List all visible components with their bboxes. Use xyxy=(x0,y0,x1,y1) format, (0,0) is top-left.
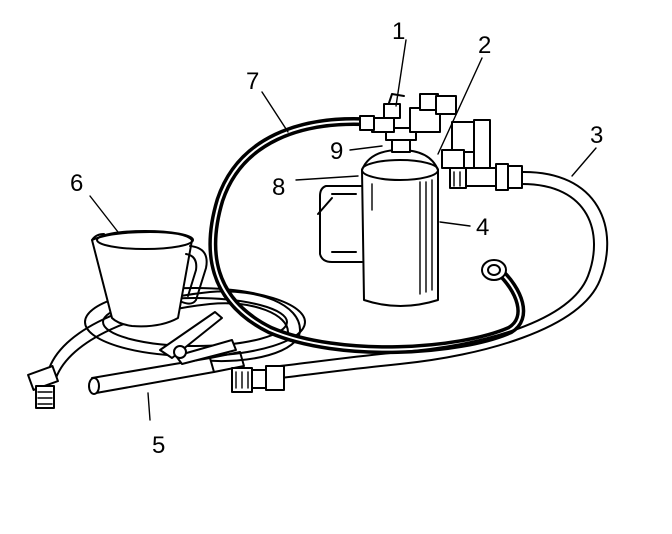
callout-5: 5 xyxy=(152,432,166,459)
callout-6: 6 xyxy=(70,170,84,197)
hose-7-black xyxy=(208,91,526,355)
regulator-assembly xyxy=(349,39,523,191)
callout-4: 4 xyxy=(476,214,490,241)
callout-3: 3 xyxy=(590,122,604,149)
callout-1: 1 xyxy=(392,18,406,45)
leader-4 xyxy=(439,221,471,227)
leader-8 xyxy=(295,175,359,181)
hose-5-loop xyxy=(27,290,301,409)
leader-6 xyxy=(89,195,119,233)
hose-3-clear xyxy=(231,147,609,393)
callout-2: 2 xyxy=(478,32,492,59)
callout-9: 9 xyxy=(330,138,344,165)
callout-7: 7 xyxy=(246,68,260,95)
leader-9 xyxy=(349,145,383,151)
leader-5 xyxy=(147,392,151,421)
leader-1 xyxy=(395,39,407,107)
pressure-tank xyxy=(295,149,471,307)
probe-tube-5 xyxy=(88,311,245,421)
measuring-pitcher xyxy=(89,195,208,328)
leader-3 xyxy=(571,147,597,177)
leader-2 xyxy=(437,57,483,155)
leader-7 xyxy=(261,91,289,133)
callout-8: 8 xyxy=(272,174,286,201)
